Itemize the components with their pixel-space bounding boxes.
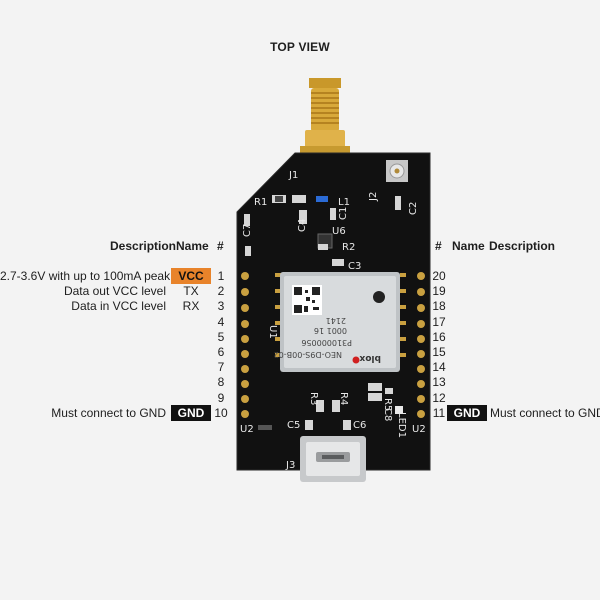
left-header-pads <box>241 272 249 418</box>
pin-number: 3 <box>217 299 225 314</box>
pin-description: 2.7-3.6V with up to 100mA peak <box>0 269 171 283</box>
label-c1: C1 <box>338 207 349 220</box>
pin-description: Data in VCC level <box>71 299 166 314</box>
right-pin-row: 12 <box>0 390 600 406</box>
header-right-description: Description <box>489 239 556 253</box>
right-pin-row: 17 <box>0 314 600 330</box>
label-u1: U1 <box>267 325 278 339</box>
left-pin-row: 8 <box>0 374 300 390</box>
label-u6: U6 <box>332 226 346 237</box>
header-left-description: Description <box>110 239 177 253</box>
pin-number: 18 <box>432 299 446 314</box>
pin-number: 10 <box>214 405 228 420</box>
pin-number: 12 <box>432 390 446 405</box>
label-r2: R2 <box>342 242 355 253</box>
left-pin-row: 5 <box>0 329 300 345</box>
ufl-connector <box>386 160 408 182</box>
module-code: 0001 16 <box>314 326 347 335</box>
pin-number: 4 <box>217 314 225 329</box>
ublox-module: NEO-D9S-00B-02 P310000056 0001 16 2141 b… <box>274 272 400 372</box>
right-pin-row: 13 <box>0 374 600 390</box>
left-pin-row: Data out VCC level TX 2 <box>0 283 300 299</box>
label-c4: C4 <box>297 219 308 232</box>
pin-description: Data out VCC level <box>63 284 166 299</box>
pin-number: 15 <box>432 345 446 359</box>
right-pin-row: 14 <box>0 359 600 375</box>
label-c7: C7 <box>242 224 253 237</box>
pin-name: TX <box>183 284 199 299</box>
label-j3: J3 <box>285 460 295 471</box>
label-r4: R4 <box>338 392 349 405</box>
left-pin-row: 9 <box>0 390 300 406</box>
ublox-logo-icon <box>352 356 360 364</box>
pin-number: 19 <box>432 284 446 299</box>
pin-name: GND <box>171 404 211 421</box>
pin-number: 14 <box>432 360 446 375</box>
right-header-pads <box>417 272 425 418</box>
label-l1: L1 <box>338 197 350 208</box>
pin-number: 20 <box>432 269 446 283</box>
pin-number: 7 <box>217 360 225 375</box>
left-pin-row: 4 <box>0 314 300 330</box>
label-c2: C2 <box>408 202 419 215</box>
right-pin-row: 16 <box>0 329 600 345</box>
right-pin-row: 15 <box>0 344 600 360</box>
label-c8: C8 <box>382 408 393 421</box>
micro-usb-connector <box>300 436 366 482</box>
left-pin-row: Data in VCC level RX 3 <box>0 298 300 314</box>
page-title: TOP VIEW <box>270 40 330 54</box>
pin-number: 11 <box>432 405 446 420</box>
module-model: NEO-D9S-00B-02 <box>274 350 342 359</box>
right-pin-row: 19 <box>0 283 600 299</box>
pin-number: 16 <box>432 329 446 344</box>
label-u2-left: U2 <box>240 424 254 435</box>
header-left-name: Name <box>176 239 209 253</box>
header-right-name: Name <box>452 239 485 253</box>
label-r3: R3 <box>308 392 319 405</box>
sma-antenna-connector <box>300 78 350 184</box>
module-brand: blox <box>359 353 381 363</box>
left-pin-row: 7 <box>0 359 300 375</box>
pin-number: 8 <box>217 375 225 390</box>
label-r1: R1 <box>254 197 267 208</box>
right-pin-row: 18 <box>0 298 600 314</box>
label-c6: C6 <box>353 420 366 431</box>
pin-number: 9 <box>217 390 225 405</box>
pin-number: 2 <box>217 284 225 299</box>
label-j1: J1 <box>288 170 298 181</box>
pin-number: 17 <box>432 314 446 329</box>
label-c5: C5 <box>287 420 300 431</box>
label-c3: C3 <box>348 261 361 272</box>
module-serial: P310000056 <box>301 338 352 347</box>
pin-number: 1 <box>217 269 225 283</box>
pin-number: 6 <box>217 345 225 359</box>
header-right-num: # <box>435 239 442 253</box>
right-pin-row: 20 <box>0 268 600 284</box>
qr-code <box>292 285 322 315</box>
pin-name: VCC <box>171 268 211 284</box>
module-date: 2141 <box>326 316 346 325</box>
pin-name: RX <box>182 299 200 314</box>
pin-description: Must connect to GND <box>490 405 600 420</box>
left-pin-row: 6 <box>0 344 300 360</box>
label-led1: LED1 <box>396 412 407 438</box>
label-u2-right: U2 <box>412 424 426 435</box>
label-r5: R5 <box>382 398 393 411</box>
pin-number: 5 <box>217 329 225 344</box>
pin-name: GND <box>447 404 487 421</box>
label-j2: J2 <box>368 192 379 202</box>
pin-description: Must connect to GND <box>51 405 166 420</box>
pin-number: 13 <box>432 375 446 390</box>
header-left-num: # <box>217 239 224 253</box>
